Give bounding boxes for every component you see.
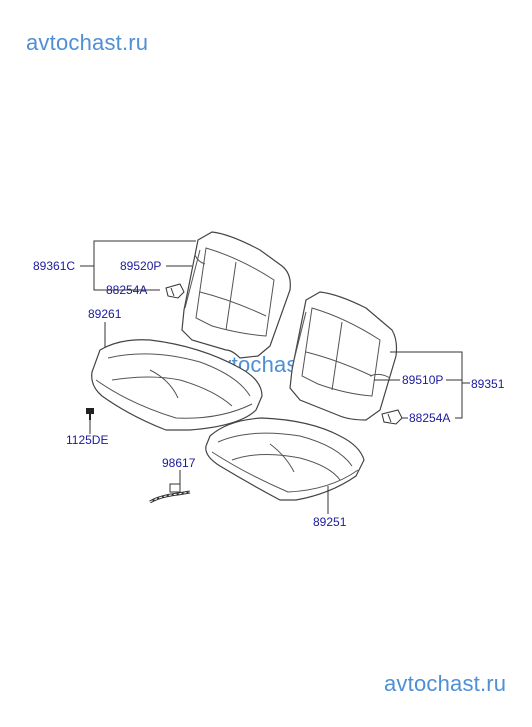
cable-98617-drawing	[149, 483, 191, 504]
left-seatback-drawing	[181, 231, 291, 359]
right-seatback-drawing	[289, 291, 398, 421]
label-89510p: 89510P	[402, 373, 443, 387]
label-89261: 89261	[88, 307, 122, 321]
label-89520p: 89520P	[120, 259, 161, 273]
label-89361c: 89361C	[33, 259, 75, 273]
leader-lines	[80, 240, 470, 514]
watermark-top: avtochast.ru	[26, 30, 149, 55]
screw-1125de-drawing	[86, 408, 94, 420]
watermark-bottom: avtochast.ru	[384, 671, 507, 696]
right-cushion-drawing	[205, 417, 365, 501]
clip-88254a-right-drawing	[381, 409, 403, 425]
label-88254a-right: 88254A	[409, 411, 450, 425]
label-89351: 89351	[471, 377, 505, 391]
label-98617: 98617	[162, 456, 196, 470]
left-cushion-drawing	[91, 339, 263, 431]
label-89251: 89251	[313, 515, 347, 529]
label-88254a-left: 88254A	[106, 283, 147, 297]
clip-88254a-left-drawing	[165, 283, 185, 299]
label-1125de: 1125DE	[66, 433, 108, 447]
